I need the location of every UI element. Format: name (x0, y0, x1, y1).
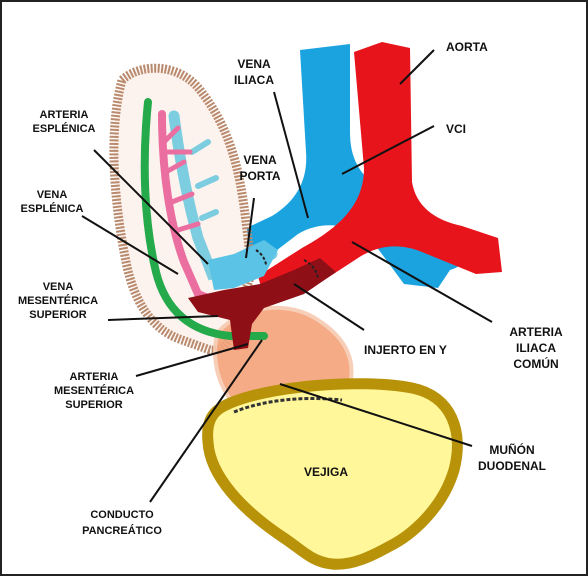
label-vms-2: MESENTÉRICA (18, 294, 98, 307)
label-vena-iliaca-1: VENA (237, 57, 271, 71)
leader-vena-iliaca (274, 92, 308, 218)
label-ams-1: ARTERIA (70, 371, 119, 383)
label-ams-3: SUPERIOR (65, 399, 123, 411)
label-arteria-iliaca-3: COMÚN (513, 356, 558, 371)
label-arteria-iliaca-2: ILIACA (516, 341, 556, 355)
label-vejiga: VEJIGA (304, 465, 348, 479)
label-ams-2: MESENTÉRICA (54, 384, 134, 397)
label-conducto-2: PANCREÁTICO (82, 524, 162, 537)
label-vms-3: SUPERIOR (29, 309, 87, 321)
label-vena-porta-1: VENA (243, 153, 277, 167)
label-vena-iliaca-2: ILIACA (234, 73, 274, 87)
label-vena-esplenica-1: VENA (37, 189, 68, 201)
label-vena-porta-2: PORTA (239, 169, 280, 183)
label-injerto-en-y: INJERTO EN Y (364, 343, 447, 357)
label-arteria-iliaca-1: ARTERIA (509, 325, 563, 339)
label-arteria-esplenica-1: ARTERIA (40, 109, 89, 121)
label-munon-2: DUODENAL (478, 459, 546, 473)
label-conducto-1: CONDUCTO (90, 509, 154, 521)
label-vena-esplenica-2: ESPLÉNICA (21, 202, 84, 215)
label-vci: VCI (446, 122, 466, 136)
label-aorta: AORTA (446, 40, 488, 54)
label-munon-1: MUÑÓN (489, 442, 534, 457)
label-vms-1: VENA (43, 281, 74, 293)
label-arteria-esplenica-2: ESPLÉNICA (33, 122, 96, 135)
